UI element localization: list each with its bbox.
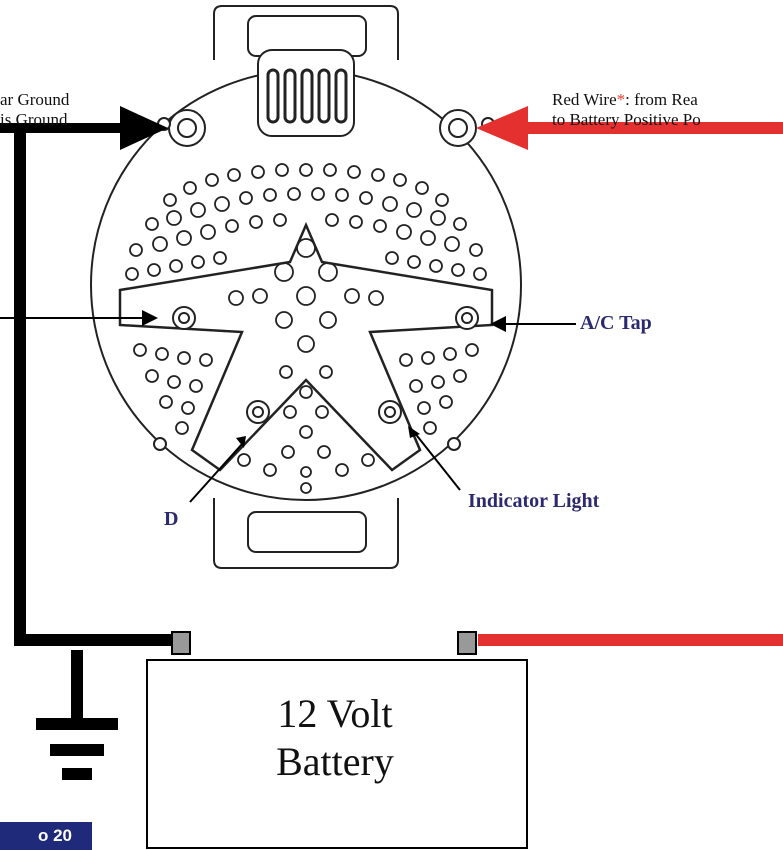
red-wire-label-rest: : from Rea [625, 90, 698, 109]
pointer-lines [0, 317, 576, 503]
ac-tap-label: A/C Tap [580, 312, 652, 334]
battery-negative-terminal [171, 631, 191, 655]
battery [146, 631, 528, 849]
alternator [90, 5, 522, 569]
pointer-arrowheads [142, 310, 506, 448]
ground-label-line1: ar Ground [0, 90, 70, 109]
ground-symbol [36, 650, 118, 780]
asterisk-mark: * [616, 90, 626, 109]
battery-label: 12 Volt Battery [150, 690, 520, 786]
ground-arrow [120, 106, 168, 150]
vent-holes [125, 163, 487, 494]
red-wire-label-line2: to Battery Positive Po [552, 110, 701, 129]
positive-wire [478, 122, 783, 646]
page-number-tab: o 20 [0, 822, 92, 850]
ground-label-line2: is Ground [0, 110, 68, 129]
d-terminal-label: D [164, 508, 179, 530]
indicator-light-label: Indicator Light [468, 490, 600, 512]
battery-positive-terminal [457, 631, 477, 655]
battery-label-line2: Battery [276, 739, 394, 784]
positive-arrow [476, 106, 528, 150]
red-wire-label-prefix: Red Wire [552, 90, 617, 109]
battery-label-line1: 12 Volt [277, 691, 393, 736]
red-wire-label-line1: Red Wire*: from Rea [552, 90, 698, 110]
